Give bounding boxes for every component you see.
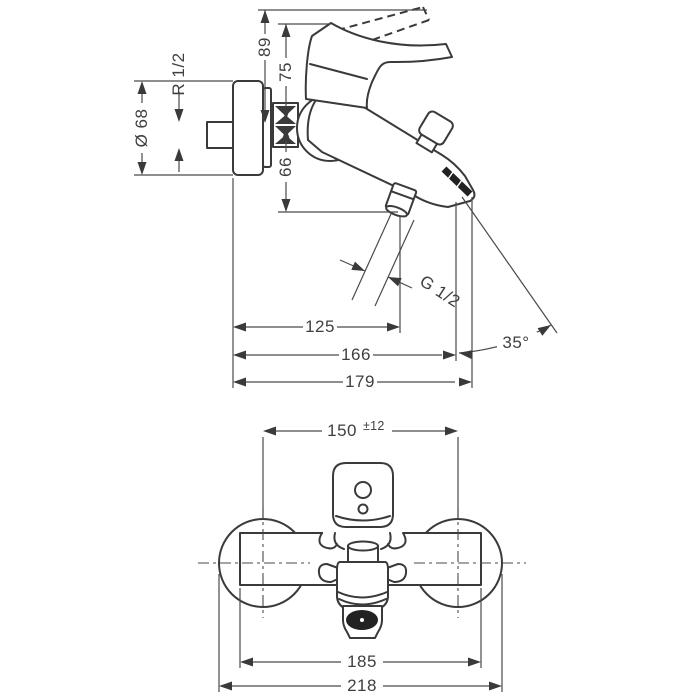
handle-joint-line xyxy=(309,63,368,80)
handle-side xyxy=(304,6,453,109)
dim-diameter-68: Ø 68 xyxy=(132,80,233,176)
dim-179-label: 179 xyxy=(345,372,375,391)
escutcheon-lip xyxy=(262,87,272,168)
dim-75-label: 75 xyxy=(276,62,295,82)
dim-overall-218: 218 xyxy=(218,574,503,695)
handle-dot-small xyxy=(357,503,369,515)
dim-spout-angle-35: 35° xyxy=(458,196,558,360)
dim-centers-150: 150 ±12 xyxy=(262,419,459,519)
spout-assembly xyxy=(317,540,408,639)
body-slab xyxy=(306,89,476,208)
diverter-top xyxy=(347,540,379,552)
right-ear xyxy=(380,532,407,550)
handle-front xyxy=(318,462,407,550)
dim-185-label: 185 xyxy=(347,652,377,671)
dim-depth-125: 125 xyxy=(232,178,401,388)
spout-wing-left xyxy=(317,563,339,583)
dim-35-label: 35° xyxy=(502,333,529,352)
dim-depth-166: 166 xyxy=(233,202,457,364)
dim-hose-thread-g12: G 1/2 xyxy=(339,213,464,311)
dim-drop-66: 66 xyxy=(276,128,398,213)
spout-rings xyxy=(337,591,388,606)
dim-height-89: 89 xyxy=(255,9,427,123)
dim-body-185: 185 xyxy=(239,588,482,671)
wall-nipple xyxy=(206,121,234,149)
side-view: 89 75 66 Ø 68 xyxy=(132,6,558,391)
dim-150-label: 150 xyxy=(327,421,357,440)
escutcheon-side xyxy=(232,80,264,176)
dim-66-label: 66 xyxy=(276,157,295,177)
dim-150-tolerance: ±12 xyxy=(363,419,385,433)
dim-diameter-label: Ø 68 xyxy=(132,109,151,148)
dim-125-label: 125 xyxy=(305,317,335,336)
dim-depth-179: 179 xyxy=(233,197,473,391)
front-dimensions: 150 ±12 185 218 xyxy=(218,419,503,695)
diverter-knob-side xyxy=(415,110,454,154)
mixer-body xyxy=(296,89,476,218)
handle-skirt-line xyxy=(335,515,391,522)
handle-dot-large xyxy=(354,481,372,499)
dim-height-75: 75 xyxy=(276,23,330,120)
dim-166-label: 166 xyxy=(341,345,371,364)
hose-outlet xyxy=(384,182,418,218)
left-ear xyxy=(318,532,345,550)
dim-89-label: 89 xyxy=(255,37,274,57)
dim-218-label: 218 xyxy=(347,676,377,695)
aerator-center xyxy=(360,618,364,622)
handle-lever xyxy=(304,22,453,109)
angle-label-mask xyxy=(497,332,537,351)
spout-wing-right xyxy=(386,563,408,583)
centerlines xyxy=(198,507,526,618)
handle-front-body xyxy=(332,462,394,528)
dim-r12-label: R 1/2 xyxy=(169,52,188,95)
front-view: 150 ±12 185 218 xyxy=(198,419,526,695)
aerator-face xyxy=(441,166,473,197)
dim-wall-thread-r12: R 1/2 xyxy=(169,52,188,172)
